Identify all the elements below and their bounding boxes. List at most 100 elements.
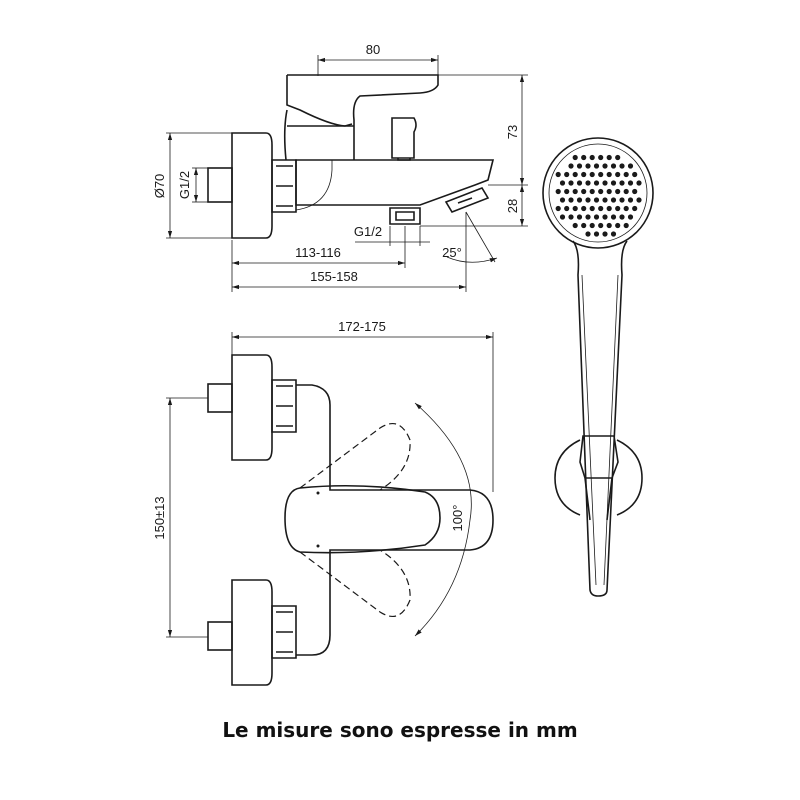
- nozzle-dot: [636, 197, 642, 203]
- nozzle-dot: [589, 154, 595, 161]
- nozzle-dot: [581, 205, 587, 212]
- nozzle-dot: [627, 180, 634, 186]
- wall-holder: [554, 439, 643, 516]
- nozzle-dot: [564, 205, 570, 212]
- nozzle-dot: [581, 154, 587, 161]
- nozzle-dot: [576, 214, 583, 220]
- nozzle-dot: [610, 180, 617, 186]
- hand-shower: [542, 137, 654, 597]
- lever-handle: [286, 74, 439, 160]
- dim-lever-rotation: 100°: [450, 505, 465, 532]
- nozzle-dot: [589, 188, 595, 195]
- nozzle-dot: [623, 171, 629, 178]
- nozzle-dot: [568, 214, 574, 220]
- nozzle-dot: [572, 154, 578, 161]
- cartridge: [283, 109, 354, 161]
- nozzle-dot: [606, 222, 612, 229]
- mixer-body-front: [296, 384, 494, 656]
- nozzle-dot: [564, 188, 570, 195]
- nozzle-dot: [593, 197, 600, 203]
- nozzle-dot: [632, 171, 638, 178]
- nozzle-dot: [555, 188, 561, 195]
- nozzle-dot: [559, 214, 566, 220]
- nozzle-dot: [589, 222, 595, 229]
- nozzle-dot: [581, 171, 587, 178]
- nozzle-dot: [559, 180, 566, 186]
- nozzle-dot: [627, 214, 634, 220]
- wall-flange-bottom: [231, 579, 273, 686]
- nozzle-dot: [602, 214, 608, 220]
- side-view: 80 73 28 Ø70 G1/2 G1/2 113-116 155-158 2…: [152, 42, 528, 292]
- inlet-connector: [207, 167, 233, 203]
- nozzle-dot: [593, 163, 600, 169]
- inlet-connector-bottom: [207, 621, 233, 651]
- holder-clip: [579, 435, 619, 521]
- shower-handle: [572, 240, 628, 597]
- units-caption: Le misure sono espresse in mm: [222, 718, 578, 742]
- nozzle-dot: [615, 171, 621, 178]
- nozzle-dot: [623, 222, 629, 229]
- mixer-body: [295, 159, 495, 206]
- nozzle-dot: [585, 214, 591, 220]
- nozzle-dot: [572, 222, 578, 229]
- shower-head: [542, 137, 654, 249]
- lever-position-down: [299, 549, 411, 618]
- front-view: 100° 172-175 150±13: [152, 319, 494, 686]
- nozzle-dot: [568, 197, 574, 203]
- dim-inlet-thread: G1/2: [177, 171, 192, 199]
- nozzle-dot: [568, 180, 574, 186]
- wall-flange: [231, 132, 273, 239]
- hex-nut: [271, 159, 297, 213]
- hex-nut-top: [271, 379, 297, 433]
- nozzle-dot: [598, 222, 604, 229]
- diverter-knob: [391, 117, 417, 161]
- nozzle-dot: [593, 231, 600, 237]
- nozzle-dot: [598, 154, 604, 161]
- nozzle-dot: [627, 197, 634, 203]
- nozzle-dot: [593, 180, 600, 186]
- dim-total-width: 172-175: [338, 319, 386, 334]
- nozzle-dot: [615, 188, 621, 195]
- nozzle-dot: [610, 231, 617, 237]
- nozzle-dot: [581, 188, 587, 195]
- dim-flange-diameter: Ø70: [152, 174, 167, 199]
- nozzle-dot: [602, 180, 608, 186]
- lever-position-up: [299, 422, 411, 491]
- dim-handle-length: 80: [366, 42, 380, 57]
- nozzle-dot: [585, 197, 591, 203]
- nozzle-dot: [589, 205, 595, 212]
- nozzle-dot: [598, 188, 604, 195]
- nozzle-dot: [615, 154, 621, 161]
- nozzle-dot: [632, 205, 638, 212]
- nozzle-dot: [619, 180, 625, 186]
- nozzle-dot: [623, 188, 629, 195]
- nozzle-dot: [598, 205, 604, 212]
- nozzle-dot: [610, 163, 617, 169]
- inlet-connector-top: [207, 383, 233, 413]
- nozzle-dot: [606, 154, 612, 161]
- nozzle-dot: [555, 171, 561, 178]
- nozzle-dot: [585, 180, 591, 186]
- nozzle-dot: [585, 231, 591, 237]
- nozzle-dot: [589, 171, 595, 178]
- nozzle-dot: [606, 171, 612, 178]
- nozzle-dot: [619, 197, 625, 203]
- nozzle-dot: [627, 163, 634, 169]
- nozzle-dot: [602, 197, 608, 203]
- dim-spout-angle: 25°: [442, 245, 462, 260]
- nozzle-dot: [572, 188, 578, 195]
- nozzle-dot: [610, 214, 617, 220]
- nozzle-dot: [581, 222, 587, 229]
- nozzle-dot: [572, 171, 578, 178]
- dim-projection-total: 155-158: [310, 269, 358, 284]
- nozzle-dot: [559, 197, 566, 203]
- nozzle-dot: [576, 197, 583, 203]
- dim-outlet-thread: G1/2: [354, 224, 382, 239]
- dim-height-top: 73: [505, 125, 520, 139]
- nozzle-dot: [585, 163, 591, 169]
- nozzle-dot: [615, 222, 621, 229]
- outlet-nut: [389, 207, 421, 225]
- nozzle-dot: [615, 205, 621, 212]
- nozzle-dot: [606, 188, 612, 195]
